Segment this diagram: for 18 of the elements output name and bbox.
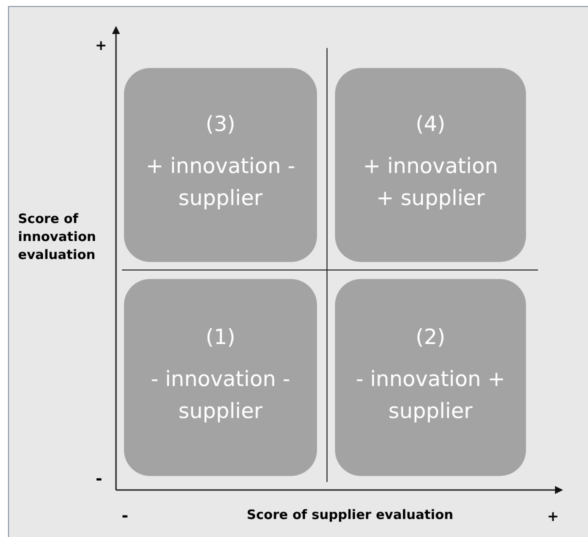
quadrant-description: + innovation + supplier xyxy=(362,153,500,212)
quadrant-number: (2) xyxy=(414,324,446,350)
axis-end-sign: - xyxy=(120,505,130,527)
quadrant-box xyxy=(124,68,317,262)
axis-end-sign: + xyxy=(94,37,108,56)
axis-end-sign: + xyxy=(546,508,560,527)
quadrant-description: + innovation - supplier xyxy=(146,153,296,212)
quadrant-number: (4) xyxy=(414,111,446,138)
quadrant-box xyxy=(335,68,526,262)
axis-title: Score of supplier evaluation xyxy=(246,507,454,525)
quadrant-box xyxy=(124,279,317,476)
quadrant-number: (3) xyxy=(204,111,236,138)
quadrant-box xyxy=(335,279,526,476)
quadrant-description: - innovation - supplier xyxy=(150,366,292,424)
axis-title: Score of innovation evaluation xyxy=(18,211,97,265)
quadrant-number: (1) xyxy=(204,324,236,350)
quadrant-description: - innovation + supplier xyxy=(356,366,506,424)
axis-end-sign: - xyxy=(94,468,104,490)
